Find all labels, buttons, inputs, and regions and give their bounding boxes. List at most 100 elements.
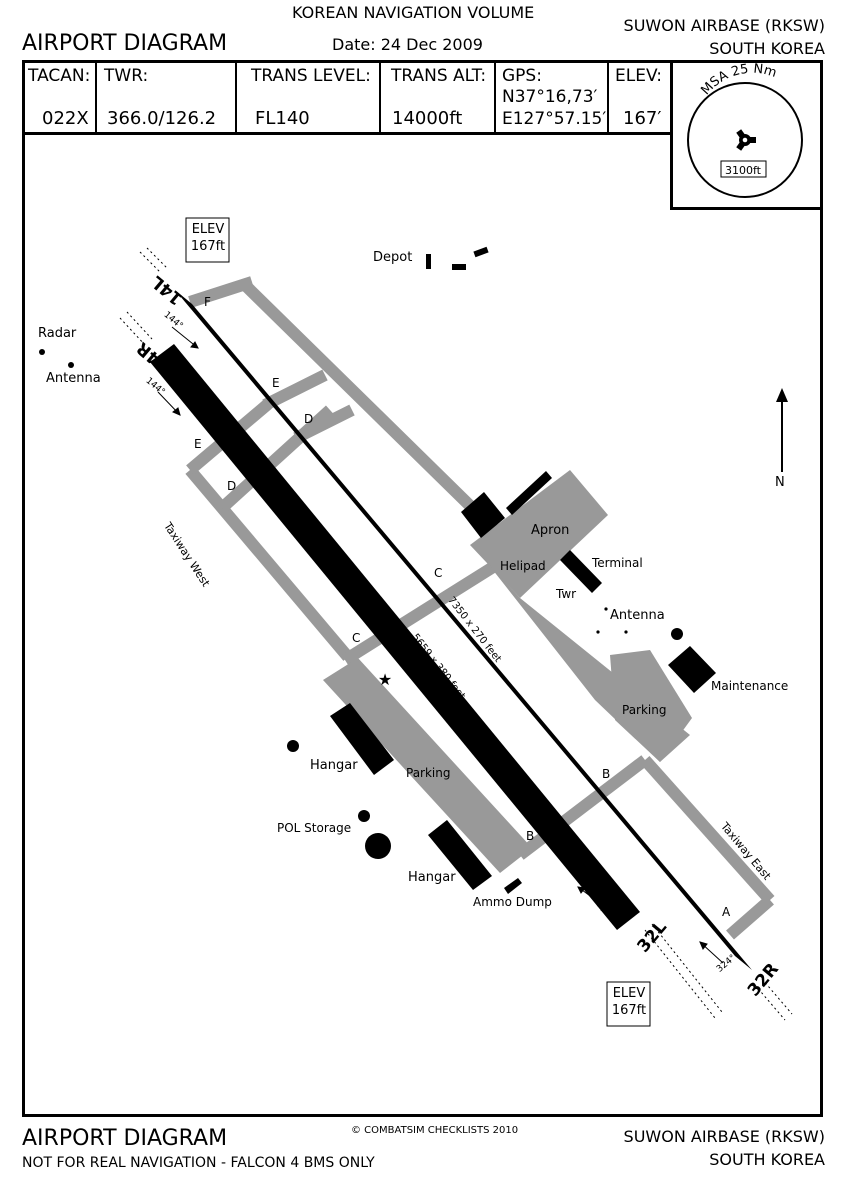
apron-building: [506, 471, 552, 515]
footer-disclaimer: NOT FOR REAL NAVIGATION - FALCON 4 BMS O…: [22, 1155, 375, 1171]
antenna-dot: [624, 630, 628, 634]
airport-symbol-icon: [736, 129, 756, 151]
info-divider: [379, 60, 381, 133]
footer-copyright: © COMBATSIM CHECKLISTS 2010: [351, 1125, 519, 1136]
heading-arrows: [157, 326, 724, 964]
radar-label: Radar: [38, 326, 77, 341]
trans-level-value: FL140: [255, 108, 310, 129]
elev-box-top: [185, 217, 230, 263]
structure-dot: [671, 628, 683, 640]
antenna-right-label: Antenna: [610, 608, 665, 623]
chart-title: AIRPORT DIAGRAM: [22, 31, 228, 56]
taxiway-B-label: B: [602, 767, 611, 781]
info-divider: [494, 60, 496, 133]
airport-name: SUWON AIRBASE (RKSW): [623, 16, 825, 35]
helipad-label: Helipad: [500, 559, 546, 573]
info-divider: [235, 60, 237, 133]
airport-country: SOUTH KOREA: [709, 39, 825, 58]
runway-14R-32L: [150, 344, 640, 930]
antenna-left-label: Antenna: [46, 371, 101, 386]
info-row-divider: [22, 132, 672, 135]
gps-latitude: N37°16,73′: [502, 87, 598, 107]
taxiway-C-label: C: [434, 566, 443, 580]
ammo-dump-label: Ammo Dump: [473, 895, 552, 909]
pol-storage-label: POL Storage: [277, 821, 352, 835]
chart-date: Date: 24 Dec 2009: [332, 35, 483, 54]
parking-left-label: Parking: [406, 766, 451, 780]
north-arrow-icon: [776, 388, 788, 472]
footer-country: SOUTH KOREA: [709, 1150, 825, 1169]
ammo-dump: [504, 878, 522, 894]
trans-level-label: TRANS LEVEL:: [251, 66, 371, 86]
tacan-label: TACAN:: [28, 66, 91, 86]
msa-label: MSA 25 Nm: [698, 62, 778, 99]
msa-divider: [670, 60, 673, 210]
gps-label: GPS:: [502, 66, 542, 86]
parking-area-right: [610, 650, 692, 762]
taxiway-network: [185, 276, 775, 940]
hangar-bottom-label: Hangar: [408, 870, 456, 885]
maintenance-building: [668, 646, 716, 693]
gps-longitude: E127°57.15′: [502, 109, 607, 129]
taxiway-E-label: E: [194, 437, 202, 451]
depot-label: Depot: [373, 250, 413, 265]
elev-value: 167′: [623, 108, 662, 129]
chart-frame: [22, 60, 823, 1117]
antenna-dot: [596, 630, 600, 634]
pol-tank-small: [358, 810, 370, 822]
taxiway-D-conn: [293, 404, 355, 444]
taxiway-E-label: E: [272, 376, 280, 390]
taxiway-D-label: D: [304, 412, 314, 426]
taxiway-east: [640, 756, 775, 904]
twr-label: TWR:: [104, 66, 149, 86]
msa-divider: [670, 207, 823, 210]
north-label: N: [775, 475, 785, 490]
taxiway-west: [185, 466, 353, 661]
maintenance-label: Maintenance: [711, 679, 789, 693]
info-divider: [95, 60, 97, 133]
elev-box-bottom: [606, 981, 651, 1027]
footer-title: AIRPORT DIAGRAM: [22, 1126, 228, 1151]
depot-building: [426, 254, 431, 269]
taxiway-F: [188, 276, 254, 308]
radar-dot: [39, 349, 45, 355]
taxiway-B: [516, 755, 649, 860]
structure-dot: [287, 740, 299, 752]
parking-right-label: Parking: [622, 703, 667, 717]
tacan-value: 022X: [42, 108, 89, 129]
depot-building: [452, 264, 466, 270]
star-icon: ★: [378, 670, 392, 689]
terminal-building: [560, 550, 602, 593]
apron-building: [461, 492, 505, 538]
pol-tank-large: [365, 833, 391, 859]
msa-value: 3100ft: [725, 164, 762, 177]
volume-title: KOREAN NAVIGATION VOLUME: [292, 3, 535, 22]
taxiway-D-label: D: [227, 479, 237, 493]
taxiway-E-conn: [262, 369, 328, 411]
antenna-dot: [604, 607, 608, 611]
taxiway-F-label: F: [204, 295, 211, 309]
runway-threshold-marks: [119, 247, 793, 1021]
twr-value: 366.0/126.2: [107, 108, 217, 129]
msa-circle: MSA 25 Nm 3100ft: [687, 62, 803, 198]
apron-label: Apron: [531, 523, 570, 538]
taxiway-B-label: B: [526, 829, 535, 843]
terminal-label: Terminal: [592, 556, 643, 570]
runway-14L-32R: [175, 290, 752, 970]
hangar-top-label: Hangar: [310, 758, 358, 773]
hangar-building: [330, 703, 394, 775]
taxiway-A: [726, 895, 774, 940]
taxiway-right-upper: [241, 281, 515, 550]
antenna-dot: [68, 362, 74, 368]
hangar-building: [428, 820, 492, 890]
apron-area: [470, 470, 608, 598]
footer-airport: SUWON AIRBASE (RKSW): [623, 1127, 825, 1146]
twr-label: Twr: [556, 587, 577, 601]
elev-label: ELEV:: [615, 66, 662, 86]
parking-area-left: [323, 658, 532, 873]
taxiway-A-label: A: [722, 905, 731, 919]
info-divider: [607, 60, 609, 133]
